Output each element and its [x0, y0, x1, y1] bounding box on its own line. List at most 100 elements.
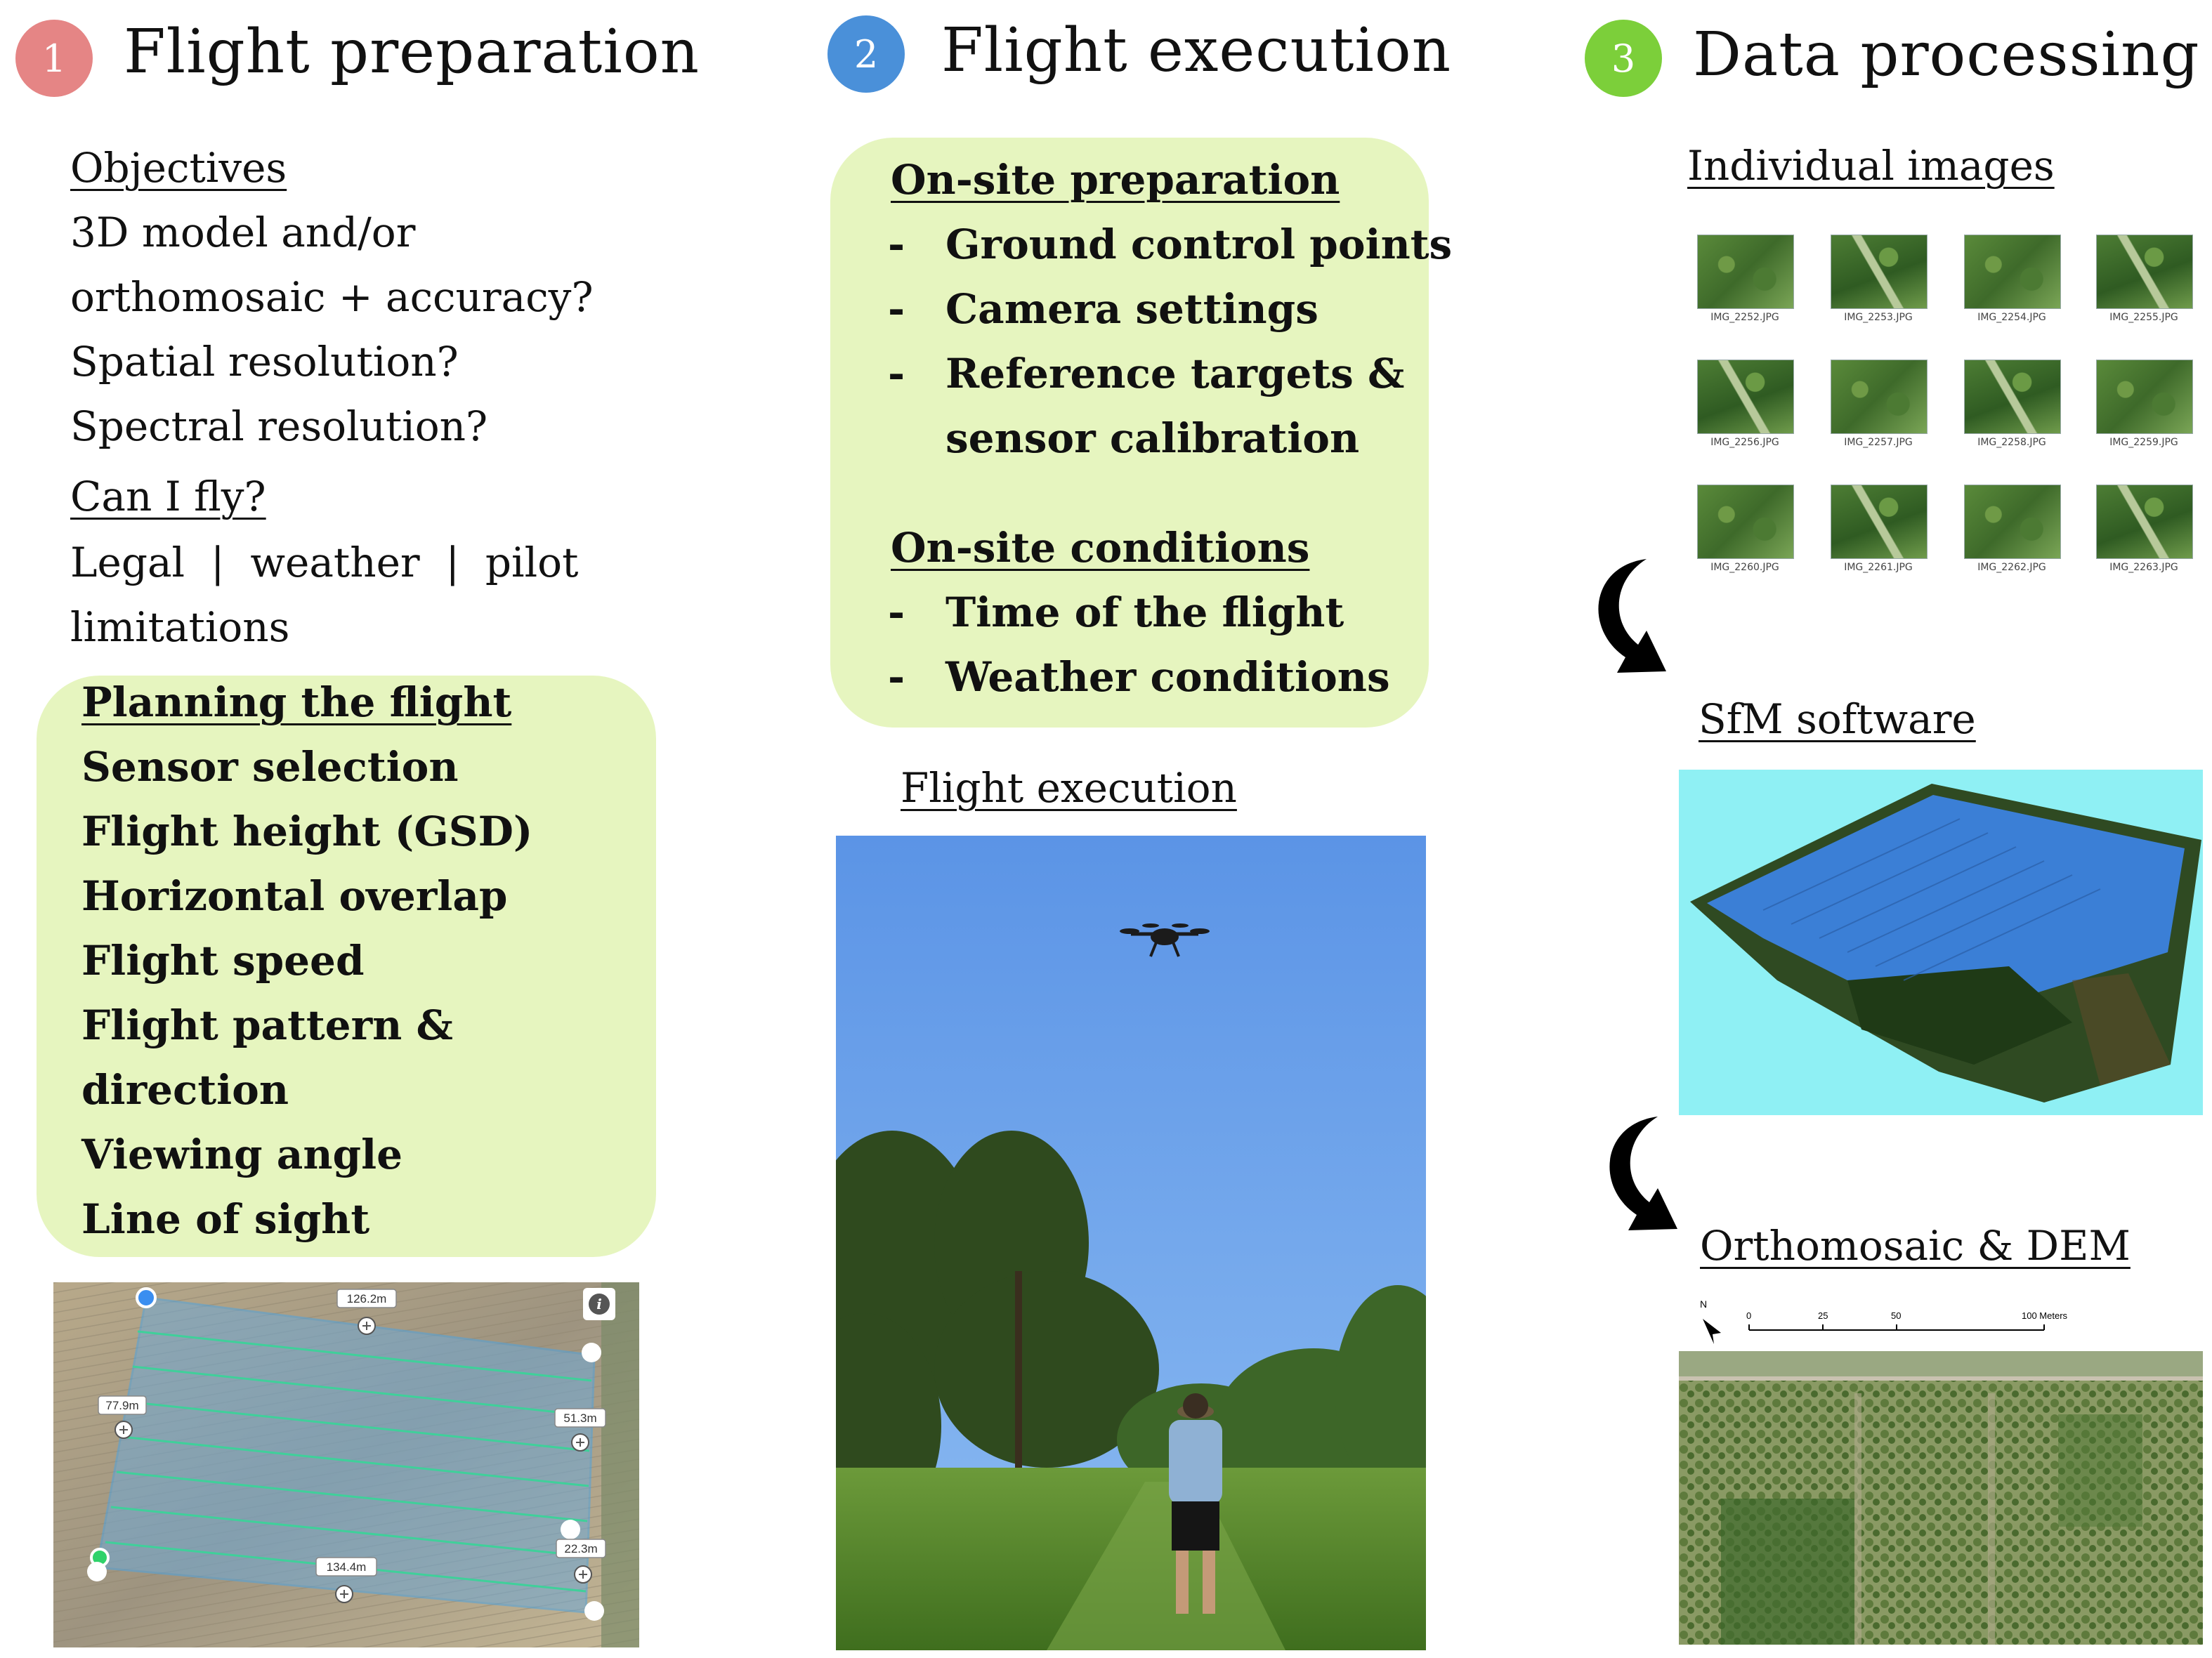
planning-item: Flight pattern &	[81, 1001, 453, 1049]
aerial-image	[1964, 235, 2061, 309]
aerial-image	[1964, 485, 2061, 559]
aerial-image	[1964, 360, 2061, 434]
aerial-image	[2096, 485, 2193, 559]
north-arrow-icon: N	[1700, 1298, 1721, 1344]
list-dash: -	[888, 350, 905, 397]
planning-heading: Planning the flight	[81, 678, 512, 726]
thumbnail-filename: IMG_2257.JPG	[1844, 437, 1913, 448]
map-distance-label: 77.9m	[105, 1399, 138, 1412]
aerial-image	[1697, 235, 1794, 309]
image-thumbnail[interactable]: IMG_2262.JPG	[1964, 485, 2061, 573]
scale-label: 0	[1746, 1310, 1751, 1321]
thumbnail-filename: IMG_2252.JPG	[1710, 312, 1779, 323]
objective-line: Spatial resolution?	[70, 338, 459, 386]
objective-line: 3D model and/or	[70, 209, 416, 256]
image-thumbnail[interactable]: IMG_2255.JPG	[2096, 235, 2193, 323]
thumbnail-filename: IMG_2261.JPG	[1844, 562, 1913, 573]
scale-label: 100 Meters	[2022, 1310, 2068, 1321]
planning-item: Horizontal overlap	[81, 872, 508, 920]
info-icon[interactable]: i	[589, 1294, 610, 1315]
list-dash: -	[888, 221, 905, 268]
aerial-image	[1831, 235, 1928, 309]
planning-item: Viewing angle	[81, 1131, 403, 1178]
scale-label: 50	[1891, 1310, 1901, 1321]
image-thumbnail[interactable]: IMG_2258.JPG	[1964, 360, 2061, 448]
objective-line: Spectral resolution?	[70, 402, 488, 450]
planning-item: Line of sight	[81, 1195, 370, 1243]
aerial-image	[1831, 485, 1928, 559]
flight-execution-photo-heading: Flight execution	[901, 764, 1237, 812]
image-thumbnail[interactable]: IMG_2261.JPG	[1831, 485, 1928, 573]
sfm-model-view	[1679, 770, 2203, 1115]
thumbnail-filename: IMG_2254.JPG	[1977, 312, 2046, 323]
curved-arrow-icon	[1598, 559, 1666, 673]
on-site-preparation-item: Ground control points	[945, 221, 1453, 268]
on-site-conditions-item: Weather conditions	[945, 653, 1390, 701]
svg-text:N: N	[1700, 1298, 1707, 1310]
scale-label: 25	[1818, 1310, 1828, 1321]
on-site-box	[830, 138, 1429, 728]
orthomosaic-graphic	[1679, 1351, 2203, 1645]
can-i-fly-heading: Can I fly?	[70, 473, 266, 520]
step-1-badge: 1	[15, 20, 93, 97]
flight-execution-title: Flight execution	[941, 15, 1452, 86]
list-dash: -	[888, 588, 905, 636]
on-site-preparation-item: Camera settings	[945, 285, 1318, 333]
map-distance-label: 126.2m	[347, 1292, 387, 1305]
planning-item: Flight height (GSD)	[81, 808, 533, 855]
planning-item: Sensor selection	[81, 743, 459, 791]
data-processing-title: Data processing	[1693, 20, 2200, 90]
sfm-software-heading: SfM software	[1699, 695, 1976, 743]
image-thumbnail[interactable]: IMG_2259.JPG	[2096, 360, 2193, 448]
thumbnail-filename: IMG_2253.JPG	[1844, 312, 1913, 323]
thumbnail-filename: IMG_2262.JPG	[1977, 562, 2046, 573]
image-thumbnail[interactable]: IMG_2252.JPG	[1697, 235, 1794, 323]
thumbnail-filename: IMG_2258.JPG	[1977, 437, 2046, 448]
step-2-badge: 2	[827, 15, 905, 93]
image-thumbnail[interactable]: IMG_2257.JPG	[1831, 360, 1928, 448]
flight-preparation-title: Flight preparation	[124, 17, 700, 87]
aerial-image	[2096, 235, 2193, 309]
image-thumbnail[interactable]: IMG_2254.JPG	[1964, 235, 2061, 323]
curved-arrow-icon	[1609, 1117, 1677, 1230]
on-site-preparation-heading: On-site preparation	[891, 156, 1340, 204]
on-site-conditions-heading: On-site conditions	[891, 524, 1310, 572]
pilot-figure	[1169, 1393, 1222, 1614]
planning-item: Flight speed	[81, 937, 365, 985]
flight-plan-map: 126.2m 77.9m 51.3m 22.3m 134.4m i	[53, 1282, 639, 1647]
image-thumbnail[interactable]: IMG_2260.JPG	[1697, 485, 1794, 573]
thumbnail-filename: IMG_2259.JPG	[2109, 437, 2178, 448]
on-site-preparation-item: sensor calibration	[945, 414, 1360, 462]
on-site-preparation-item: Reference targets &	[945, 350, 1405, 397]
objectives-heading: Objectives	[70, 144, 287, 192]
image-thumbnail[interactable]: IMG_2256.JPG	[1697, 360, 1794, 448]
thumbnail-filename: IMG_2256.JPG	[1710, 437, 1779, 448]
step-3-badge: 3	[1585, 20, 1662, 97]
sfm-model-graphic	[1679, 770, 2203, 1115]
thumbnail-filename: IMG_2260.JPG	[1710, 562, 1779, 573]
orthomosaic-image	[1679, 1351, 2203, 1645]
image-thumbnail[interactable]: IMG_2253.JPG	[1831, 235, 1928, 323]
aerial-image	[1697, 360, 1794, 434]
objective-line: orthomosaic + accuracy?	[70, 273, 594, 321]
can-i-fly-line: Legal | weather | pilot	[70, 539, 579, 586]
map-distance-label: 134.4m	[327, 1560, 367, 1574]
flight-plan-map-graphic: 126.2m 77.9m 51.3m 22.3m 134.4m i	[53, 1282, 639, 1647]
thumbnail-filename: IMG_2263.JPG	[2109, 562, 2178, 573]
aerial-image	[2096, 360, 2193, 434]
planning-box	[37, 676, 656, 1257]
individual-images-heading: Individual images	[1687, 142, 2055, 190]
flight-execution-photo	[836, 836, 1426, 1650]
image-thumbnail[interactable]: IMG_2263.JPG	[2096, 485, 2193, 573]
planning-item: direction	[81, 1066, 289, 1114]
aerial-image	[1831, 360, 1928, 434]
list-dash: -	[888, 653, 905, 701]
aerial-image	[1697, 485, 1794, 559]
thumbnail-filename: IMG_2255.JPG	[2109, 312, 2178, 323]
map-scale-bar: N 0 25 50 100 Meters	[1700, 1298, 2068, 1344]
map-distance-label: 22.3m	[564, 1542, 597, 1555]
on-site-conditions-item: Time of the flight	[945, 588, 1344, 636]
svg-text:i: i	[596, 1296, 602, 1312]
orthomosaic-dem-heading: Orthomosaic & DEM	[1700, 1222, 2131, 1270]
map-distance-label: 51.3m	[563, 1412, 596, 1425]
